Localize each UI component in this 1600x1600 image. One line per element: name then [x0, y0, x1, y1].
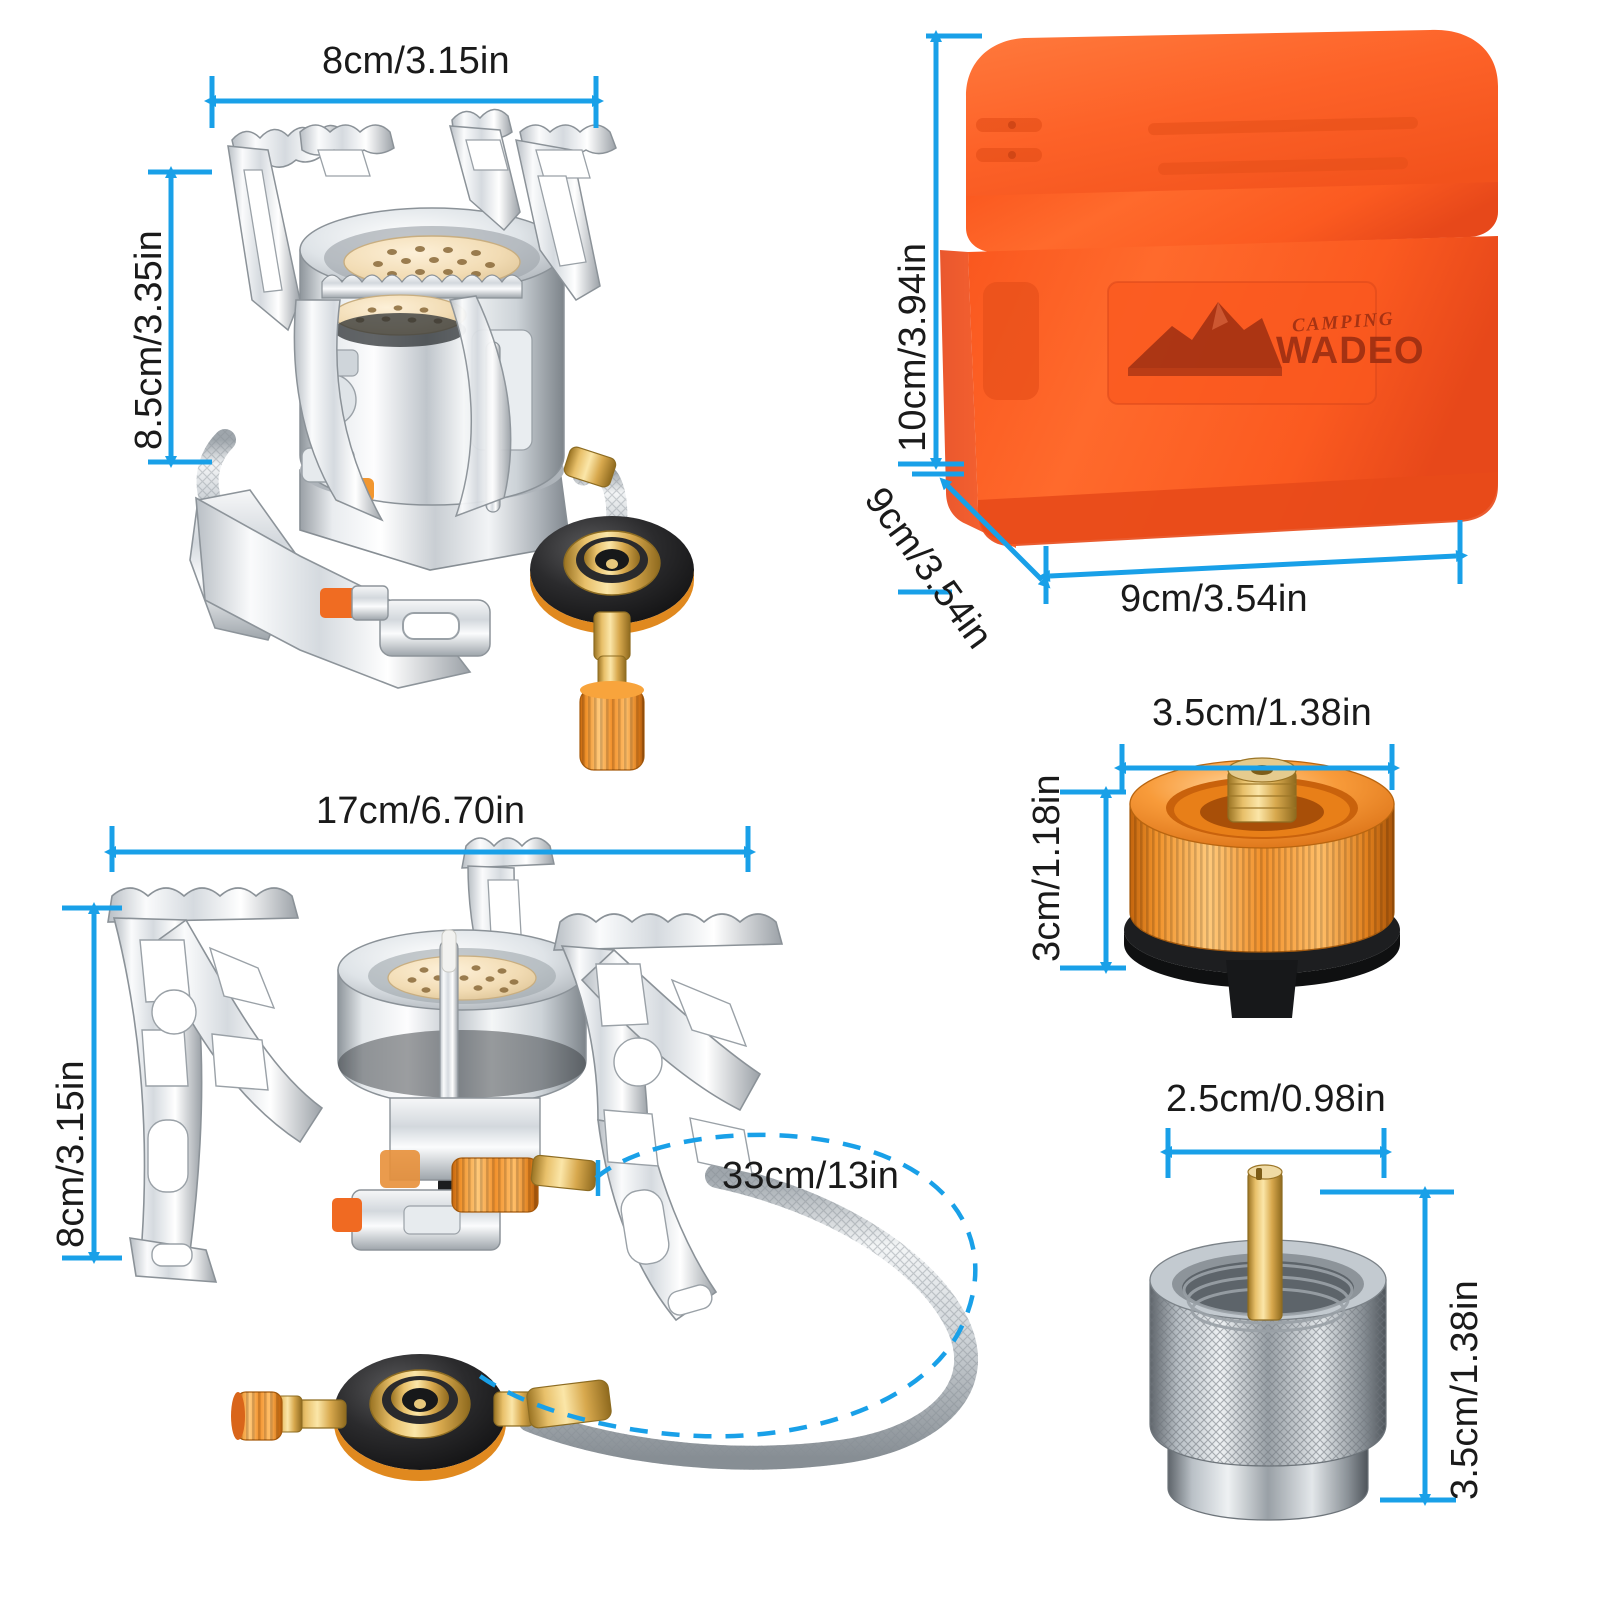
dimension-label-stove-upright-width: 8cm/3.15in [322, 40, 510, 82]
dimension-label-adapter-orange-width: 3.5cm/1.38in [1152, 692, 1372, 734]
valve-assembly-unfolded [231, 1354, 612, 1481]
dimension-label-adapter-orange-height: 3cm/1.18in [1026, 774, 1068, 962]
dashed-hose-outline [478, 1132, 978, 1439]
arrow-case-width [1038, 550, 1468, 582]
arrow-case-depth [939, 477, 1051, 589]
case-logo-brand: WADEO [1276, 330, 1425, 372]
case-logo-plaque [1107, 281, 1377, 405]
dimension-label-stove-unfolded-width: 17cm/6.70in [316, 790, 526, 832]
dimension-label-case-width: 9cm/3.54in [1120, 578, 1308, 620]
stove-unfolded-illustration [107, 837, 978, 1481]
dimension-label-stove-upright-height: 8.5cm/3.35in [128, 230, 170, 450]
dimension-label-case-height: 10cm/3.94in [892, 242, 934, 452]
dimension-label-hose-length: 33cm/13in [722, 1155, 900, 1197]
dimension-label-adapter-steel-height: 3.5cm/1.38in [1444, 1280, 1486, 1500]
stove-upright-illustration [189, 108, 694, 771]
adapter-orange-illustration [1124, 757, 1400, 1018]
adapter-steel-illustration [1149, 1164, 1387, 1521]
dimension-label-stove-unfolded-height: 8cm/3.15in [50, 1060, 92, 1248]
valve-assembly-upright [530, 516, 694, 771]
dimension-label-adapter-steel-width: 2.5cm/0.98in [1166, 1078, 1386, 1120]
